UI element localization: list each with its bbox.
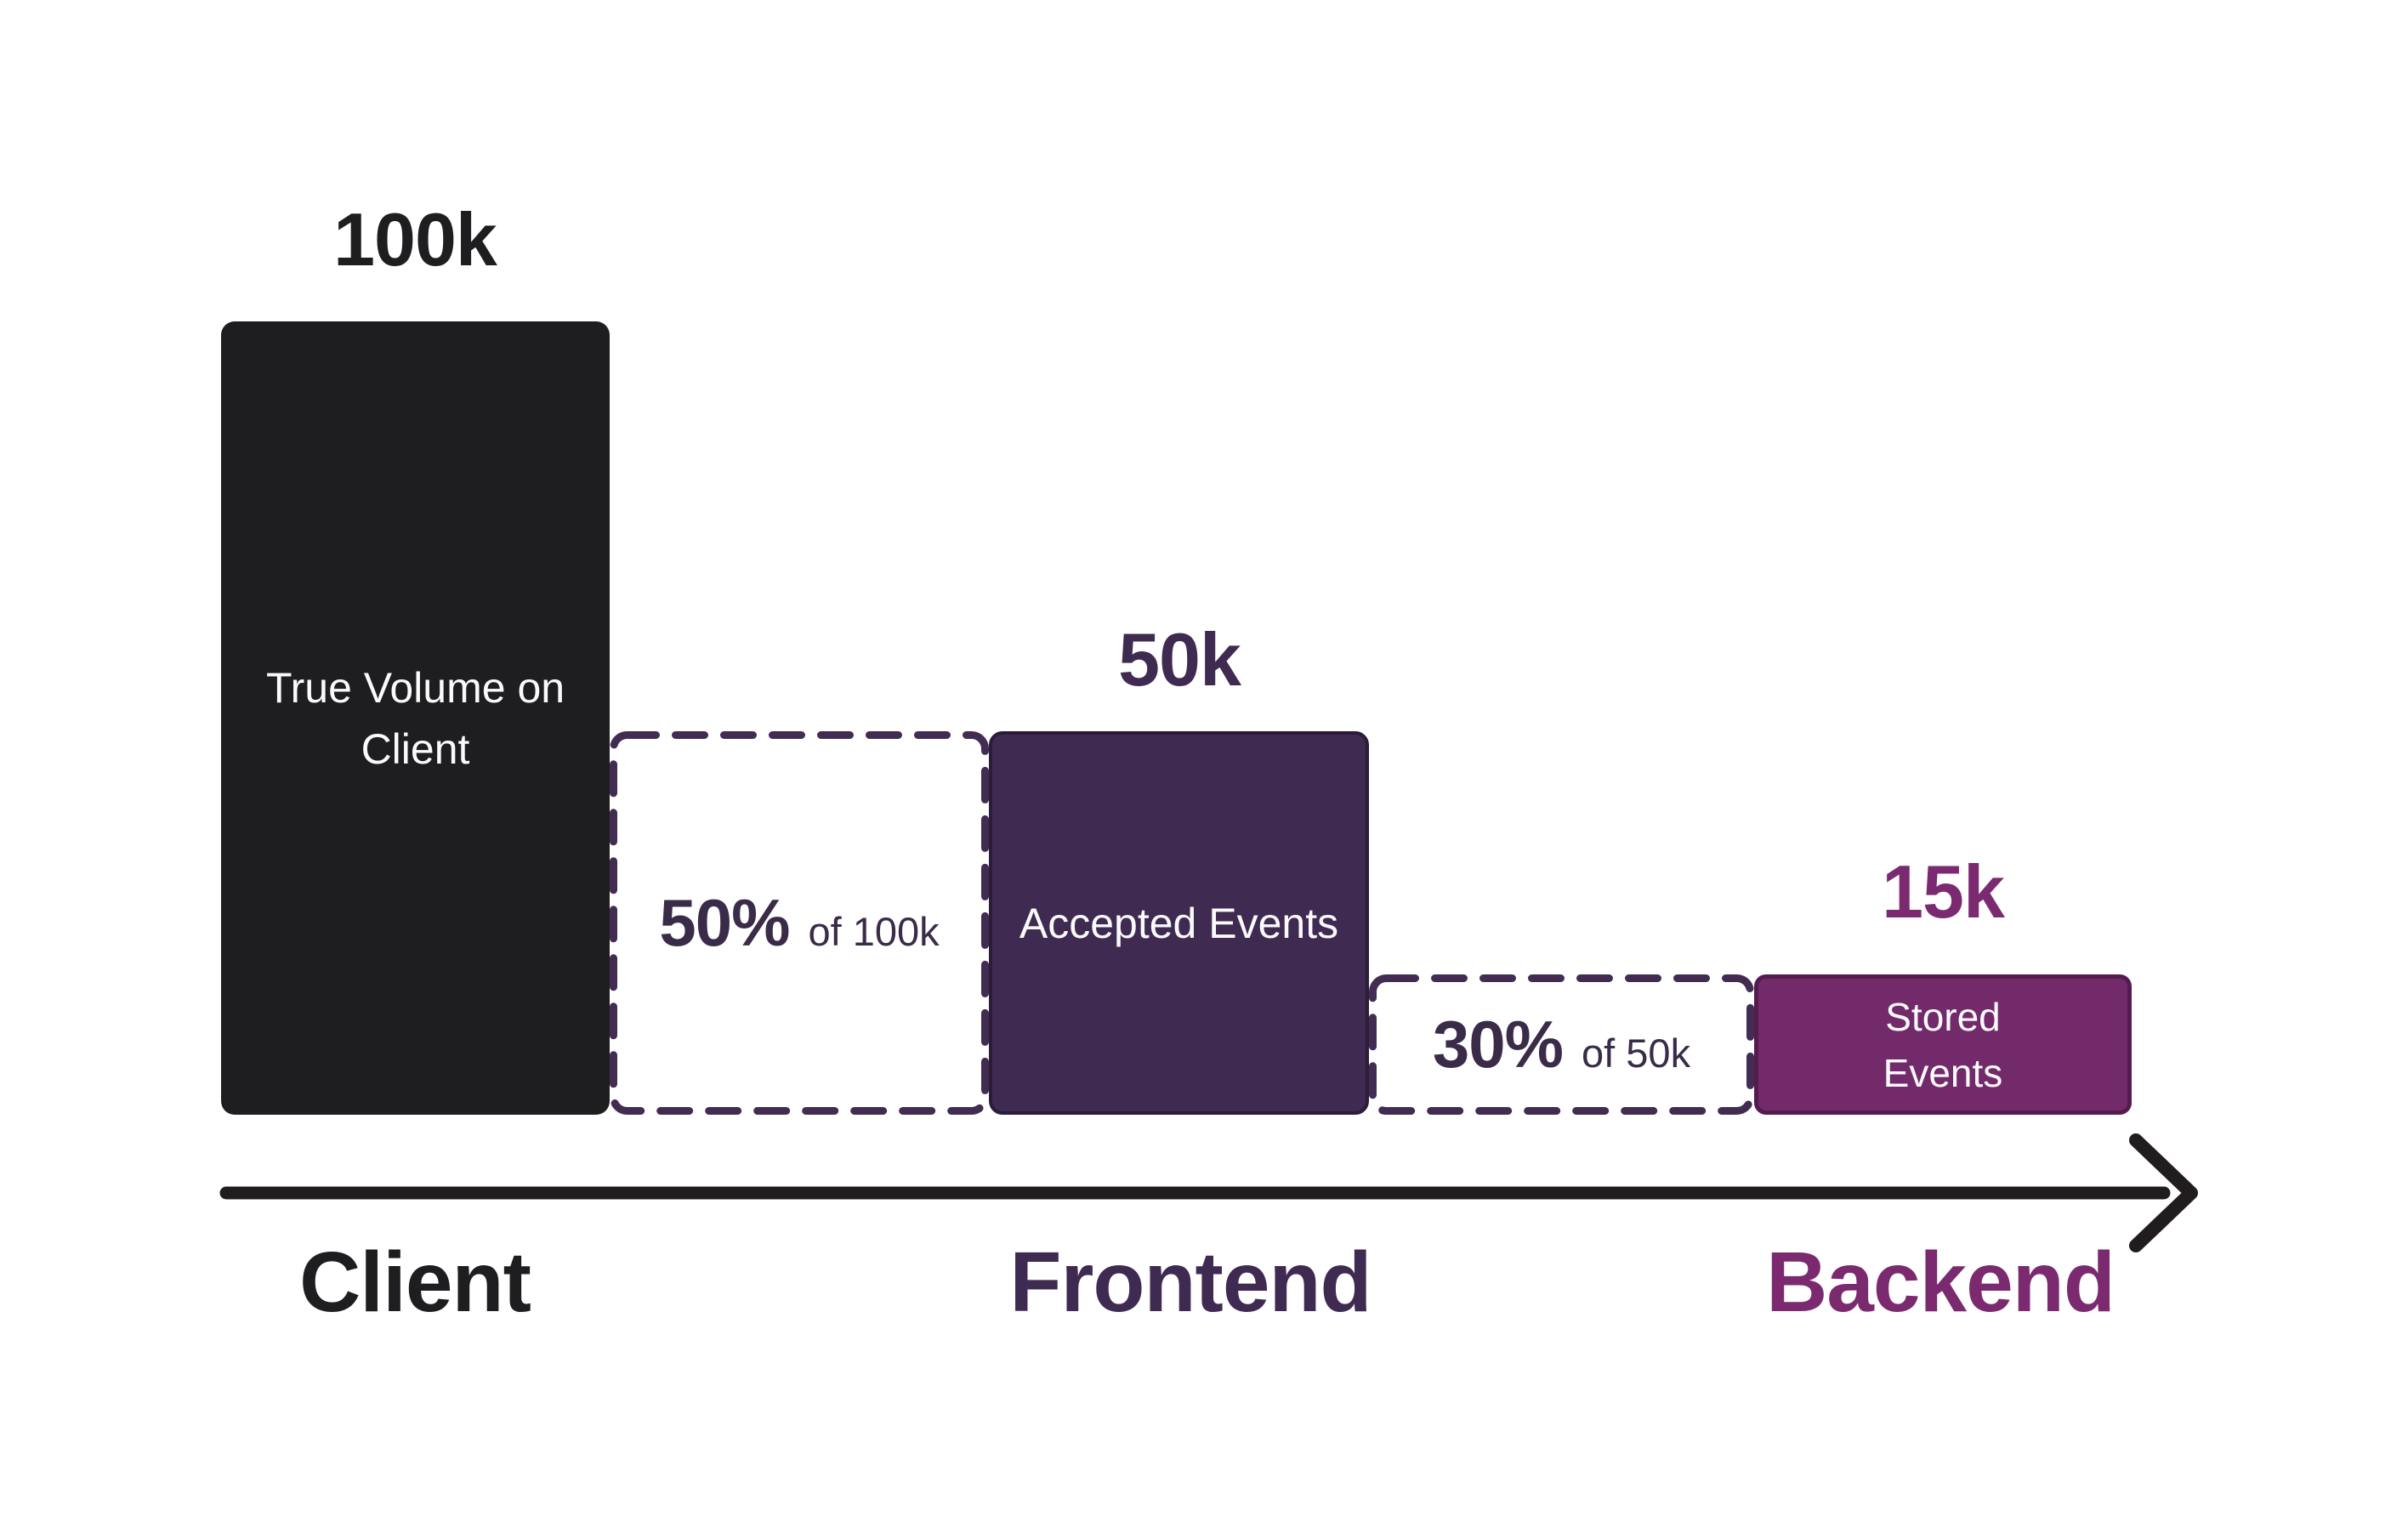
loss-percent: 50%: [659, 885, 790, 960]
loss-text-row: 30% of 50k: [1369, 974, 1754, 1115]
bar-stored-events: Stored Events: [1754, 974, 2132, 1115]
loss-of-label: of 50k: [1582, 1031, 1691, 1076]
bar-label-accepted-events: Accepted Events: [1019, 899, 1339, 947]
loss-text: 30% of 50k: [1433, 1006, 1690, 1083]
arrow-head-icon: [2129, 1133, 2198, 1252]
value-label-backend: 15k: [1882, 849, 2005, 934]
axis-label-client: Client: [299, 1235, 531, 1330]
bar-accepted-events: Accepted Events: [989, 731, 1369, 1115]
loss-of-label: of 100k: [808, 909, 940, 954]
axis-label-frontend: Frontend: [1009, 1235, 1372, 1330]
loss-text: 50% of 100k: [659, 884, 939, 962]
bar-label-true-volume: True Volume on Client: [265, 663, 565, 773]
axis-label-backend: Backend: [1766, 1235, 2116, 1330]
bar-label-stored-events: Stored Events: [1883, 994, 2003, 1095]
dashed-border: [1369, 974, 1754, 1115]
loss-text-row: 50% of 100k: [610, 731, 989, 1115]
bar-true-volume-on-client: True Volume on Client: [221, 321, 610, 1115]
value-label-frontend: 50k: [1118, 617, 1241, 701]
loss-percent: 30%: [1432, 1007, 1564, 1082]
dashed-border: [610, 731, 989, 1115]
loss-box-frontend-to-backend: 30% of 50k: [1369, 974, 1754, 1115]
value-label-client: 100k: [333, 197, 497, 281]
loss-box-client-to-frontend: 50% of 100k: [610, 731, 989, 1115]
